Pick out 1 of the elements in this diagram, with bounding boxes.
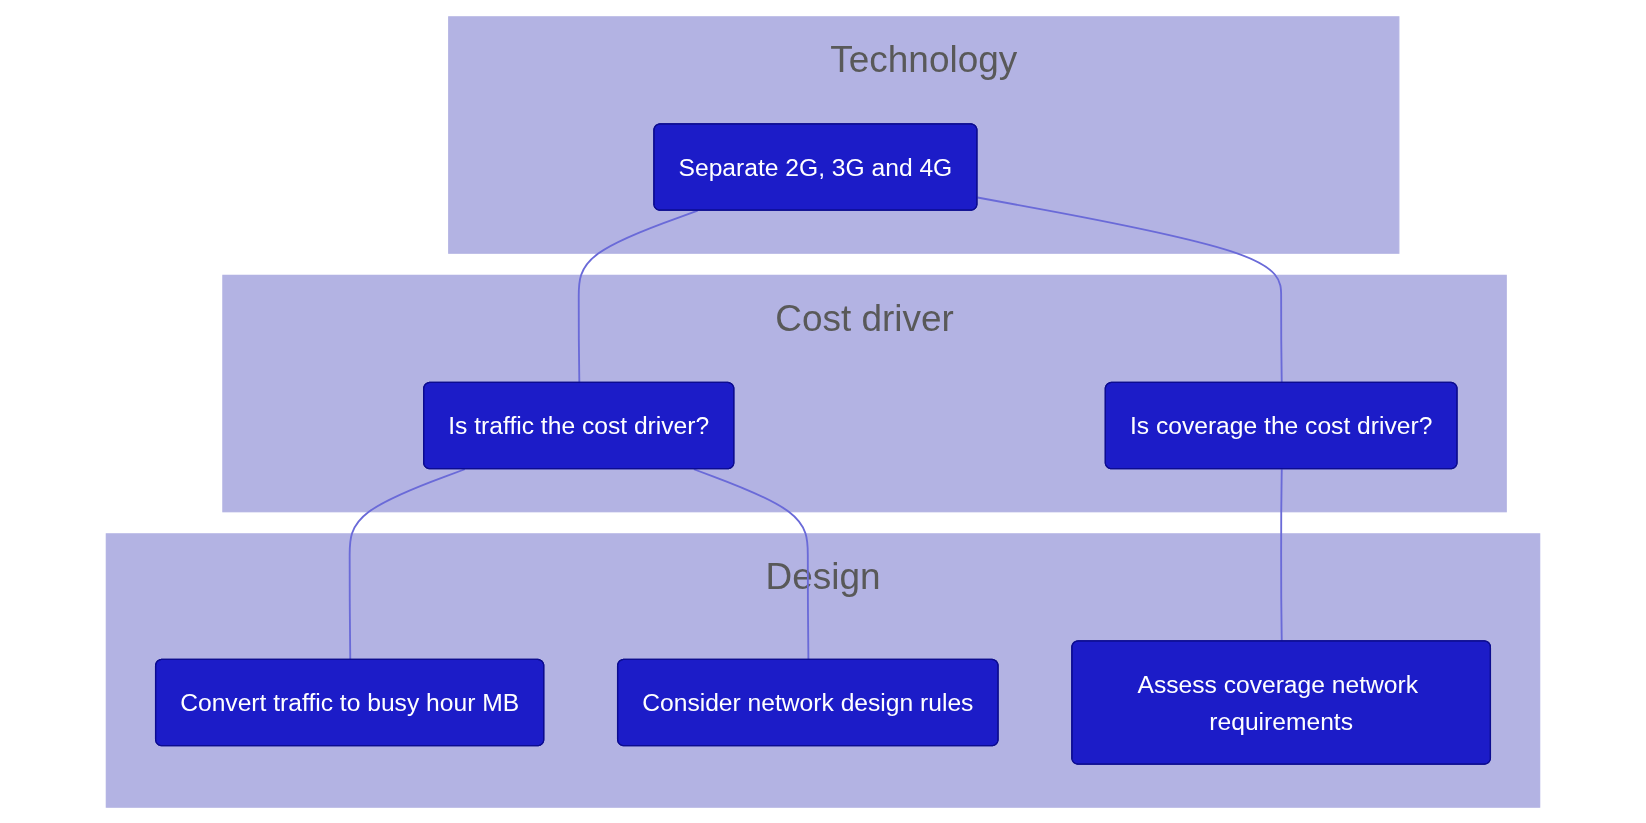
connector xyxy=(1280,467,1283,642)
